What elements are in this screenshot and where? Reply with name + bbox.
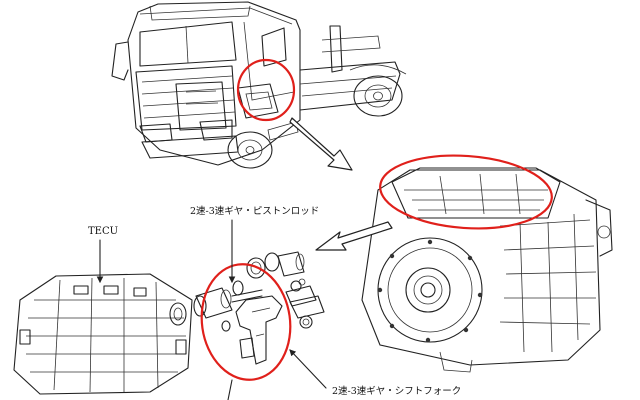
piston-rod-label: 2速-3速ギヤ・ピストンロッド — [190, 206, 319, 217]
tecu-highlight — [379, 154, 553, 230]
arrow-icon — [289, 117, 353, 171]
tecu-label: TECU — [88, 226, 118, 237]
tecu-module-illustration — [13, 273, 193, 395]
transmission-illustration — [361, 167, 613, 373]
gear-parts-illustration — [169, 251, 325, 365]
truck-illustration — [111, 1, 407, 169]
arrow-icon — [315, 221, 393, 251]
shift-fork-label: 2速-3速ギヤ・シフトフォーク — [332, 386, 461, 397]
truck-gearbox-highlight — [236, 58, 296, 122]
shift-parts-highlight — [200, 263, 292, 381]
